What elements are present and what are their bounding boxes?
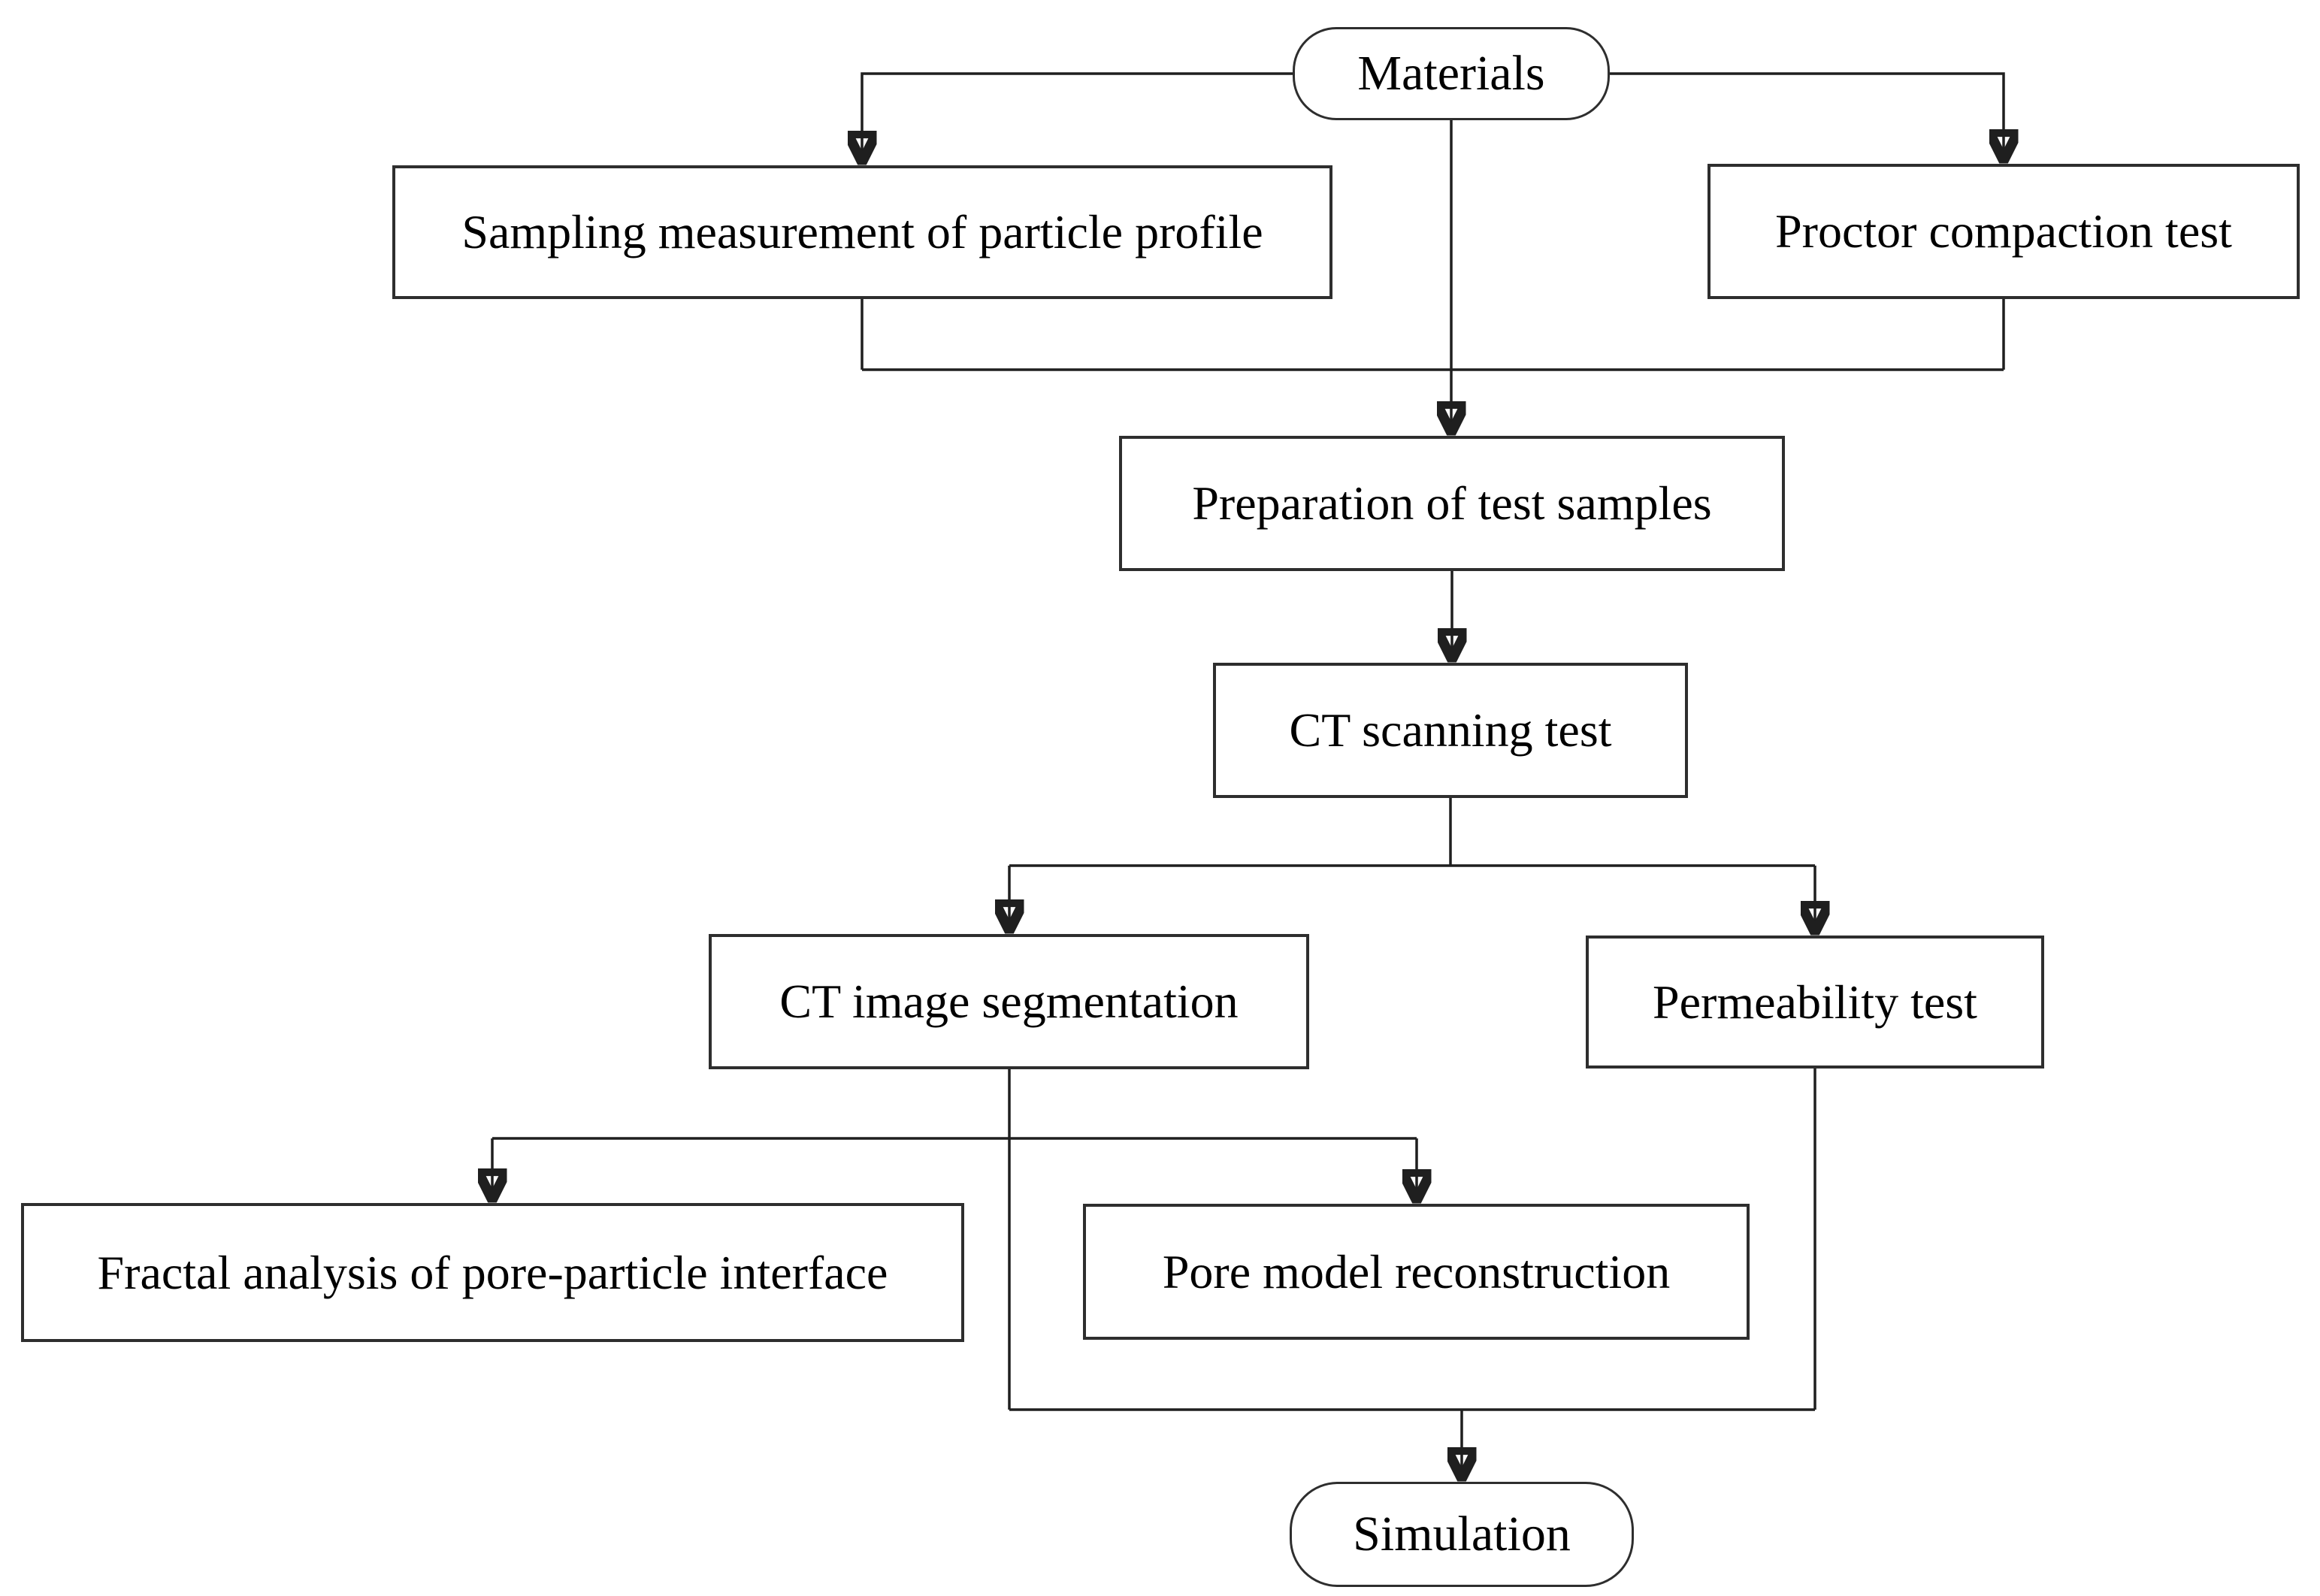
node-preparation-of-test-samples: Preparation of test samples: [1119, 436, 1785, 571]
node-ct-image-segmentation: CT image segmentation: [709, 934, 1309, 1069]
node-ct-image-segmentation-label: CT image segmentation: [779, 975, 1239, 1028]
node-sampling-measurement-label: Sampling measurement of particle profile: [461, 205, 1263, 258]
node-ct-scanning-test: CT scanning test: [1213, 663, 1688, 798]
node-fractal-analysis: Fractal analysis of pore-particle interf…: [21, 1203, 964, 1342]
node-pore-model-reconstruction: Pore model reconstruction: [1083, 1204, 1750, 1340]
node-ct-scanning-test-label: CT scanning test: [1289, 703, 1612, 757]
node-simulation-label: Simulation: [1353, 1507, 1571, 1561]
node-permeability-test-label: Permeability test: [1653, 975, 1977, 1029]
node-materials-label: Materials: [1357, 46, 1545, 101]
node-proctor-compaction-test-label: Proctor compaction test: [1775, 204, 2232, 258]
node-pore-model-reconstruction-label: Pore model reconstruction: [1162, 1244, 1671, 1298]
node-materials: Materials: [1293, 27, 1610, 120]
node-fractal-analysis-label: Fractal analysis of pore-particle interf…: [97, 1245, 888, 1299]
node-permeability-test: Permeability test: [1586, 936, 2044, 1069]
node-preparation-of-test-samples-label: Preparation of test samples: [1192, 476, 1712, 530]
node-proctor-compaction-test: Proctor compaction test: [1707, 164, 2300, 299]
node-simulation: Simulation: [1290, 1482, 1634, 1587]
edge-materials-proctor: [1606, 72, 2004, 159]
node-sampling-measurement: Sampling measurement of particle profile: [392, 165, 1332, 299]
edge-materials-sampling: [862, 72, 1296, 161]
